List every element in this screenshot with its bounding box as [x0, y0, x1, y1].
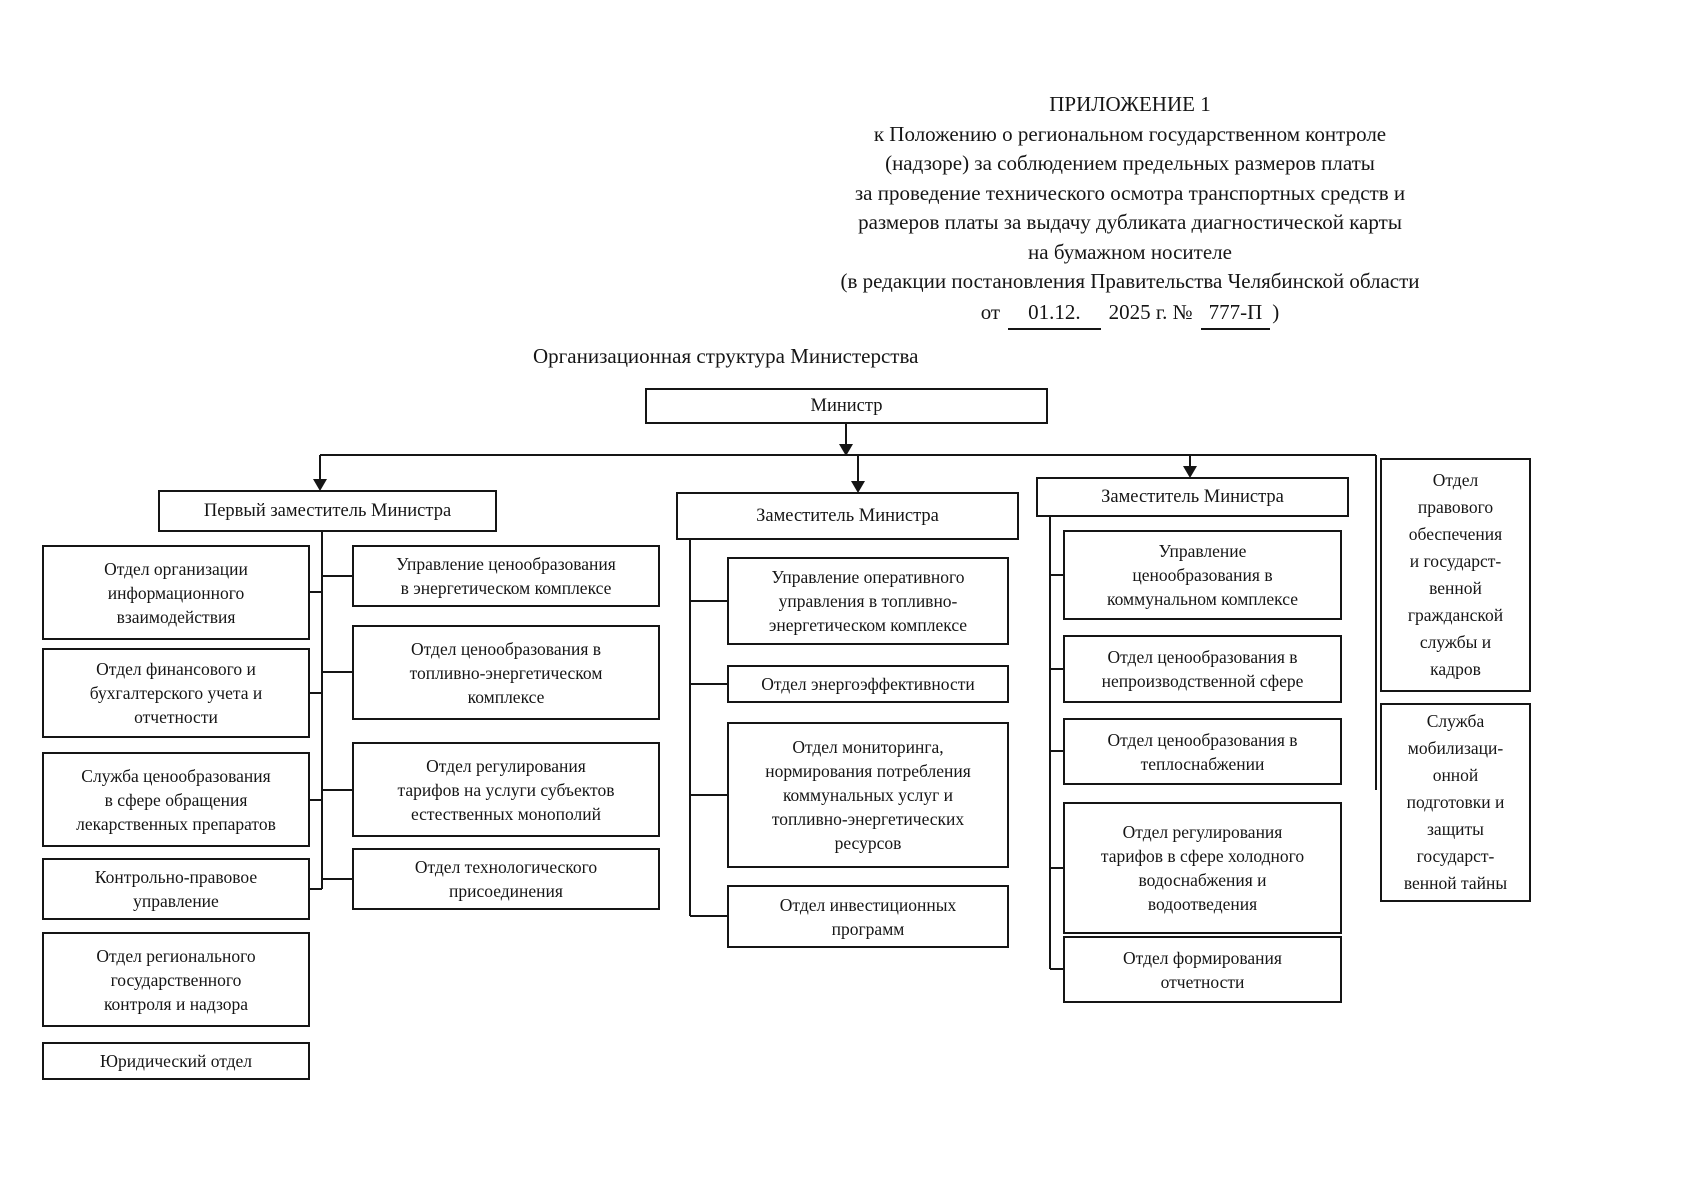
date-prefix: от [980, 299, 1001, 324]
org-node: Отдел финансового и бухгалтерского учета… [42, 648, 310, 738]
org-node: Отдел инвестиционных программ [727, 885, 1009, 948]
header-line: (в редакции постановления Правительства … [840, 269, 1420, 293]
edict-date-line: от 01.12. 2025 г. № 777-П) [540, 298, 1698, 330]
org-node: Юридический отдел [42, 1042, 310, 1080]
org-node: Отдел организации информационного взаимо… [42, 545, 310, 640]
org-node: Отдел формирования отчетности [1063, 936, 1342, 1003]
org-node: Отдел регулирования тарифов на услуги су… [352, 742, 660, 837]
arrow-down-icon [313, 444, 1197, 493]
org-node: Управление оперативного управления в топ… [727, 557, 1009, 645]
org-node: Отдел мониторинга, нормирования потребле… [727, 722, 1009, 868]
deputy-node-right: Заместитель Министра [1036, 477, 1349, 517]
org-node: Управление ценообразования в энергетичес… [352, 545, 660, 607]
org-node: Служба ценообразования в сфере обращения… [42, 752, 310, 847]
chart-title: Организационная структура Министерства [533, 344, 919, 368]
deputy-node-middle: Заместитель Министра [676, 492, 1019, 540]
org-node: Отдел регионального государственного кон… [42, 932, 310, 1027]
side-node-mobilization: Служба мобилизаци- онной подготовки и за… [1380, 703, 1531, 902]
first-deputy-node: Первый заместитель Министра [158, 490, 497, 532]
org-node: Отдел ценообразования в теплоснабжении [1063, 718, 1342, 785]
org-node: Управление ценообразования в коммунально… [1063, 530, 1342, 620]
document-header: ПРИЛОЖЕНИЕ 1 к Положению о региональном … [540, 90, 1698, 330]
org-node: Отдел регулирования тарифов в сфере холо… [1063, 802, 1342, 934]
date-suffix: ) [1272, 299, 1280, 324]
org-node: Отдел ценообразования в топливно-энергет… [352, 625, 660, 720]
date-value: 01.12. [1008, 298, 1101, 330]
header-line: (надзоре) за соблюдением предельных разм… [885, 151, 1375, 175]
org-node: Отдел энергоэффективности [727, 665, 1009, 703]
appendix-title: ПРИЛОЖЕНИЕ 1 [1049, 92, 1211, 116]
header-line: размеров платы за выдачу дубликата диагн… [858, 210, 1402, 234]
header-line: за проведение технического осмотра транс… [854, 180, 1406, 205]
header-line: на бумажном носителе [1028, 239, 1232, 264]
date-middle: 2025 г. № [1108, 299, 1193, 324]
minister-node: Министр [645, 388, 1048, 424]
header-line: к Положению о региональном государственн… [873, 121, 1387, 146]
edict-number: 777-П [1200, 298, 1271, 330]
org-node: Отдел ценообразования в непроизводственн… [1063, 635, 1342, 703]
org-node: Контрольно-правовое управление [42, 858, 310, 920]
side-node-legal: Отдел правового обеспечения и государст-… [1380, 458, 1531, 692]
org-node: Отдел технологического присоединения [352, 848, 660, 910]
